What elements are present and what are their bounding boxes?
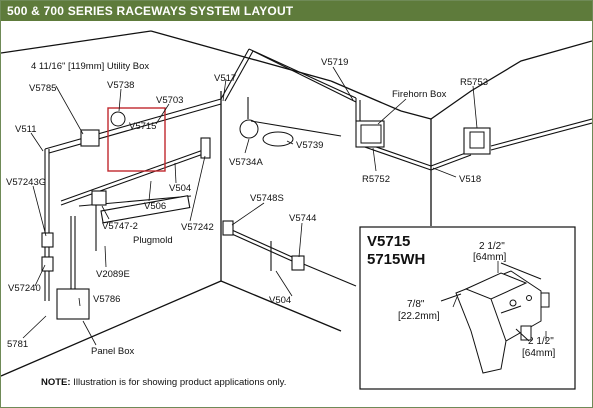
label-v506: V506: [144, 201, 166, 212]
label-utility-box: 4 11/16" [119mm] Utility Box: [31, 61, 149, 72]
plugmold-strip: [100, 195, 191, 224]
footnote: NOTE: Illustration is for showing produc…: [41, 377, 286, 388]
leader-lines: [22, 66, 478, 346]
label-v57242: V57242: [181, 222, 214, 233]
inset-dim-top-mm: [64mm]: [473, 252, 507, 263]
v5748s-box: [222, 220, 234, 236]
v5739-fixture: [262, 131, 294, 147]
inset-dim-right-mm: [64mm]: [522, 348, 556, 359]
v5747-2-box: [91, 190, 107, 206]
panel-box: [56, 288, 90, 320]
raceway-runs: [44, 48, 592, 301]
label-v511: V511: [15, 124, 36, 135]
v5734a-fixture: [239, 119, 259, 139]
inset-dim-right: 2 1/2": [528, 336, 554, 347]
v5715-bracket-drawing: [440, 262, 550, 374]
inset-dim-left-mm: [22.2mm]: [398, 311, 440, 322]
label-v57243g: V57243G: [6, 177, 46, 188]
label-firehorn-box: Firehorn Box: [392, 89, 447, 100]
label-v5748s: V5748S: [250, 193, 284, 204]
label-v5715: V5715: [129, 121, 156, 132]
label-v504-top: V504: [169, 183, 191, 194]
v5715-highlight: [107, 107, 166, 172]
label-plugmold: Plugmold: [133, 235, 173, 246]
label-v518: V518: [459, 174, 481, 185]
v57243g-box: [41, 232, 54, 248]
title-bar: 500 & 700 SERIES RACEWAYS SYSTEM LAYOUT: [1, 1, 592, 21]
note-text: Illustration is for showing product appl…: [70, 377, 287, 388]
label-v5747-2: V5747-2: [102, 221, 138, 232]
label-r5753: R5753: [460, 77, 488, 88]
inset-title-2: 5715WH: [367, 251, 425, 268]
utility-box: [80, 129, 100, 147]
ceiling-fixtures: [110, 111, 485, 149]
label-5781: 5781: [7, 339, 28, 350]
inset-title-1: V5715: [367, 233, 410, 250]
label-v57240: V57240: [8, 283, 41, 294]
label-v5719: V5719: [321, 57, 348, 68]
inset-dim-left: 7/8": [407, 299, 425, 310]
label-v5738: V5738: [107, 80, 134, 91]
inset-dimension-lines: [452, 261, 547, 341]
label-v5703: V5703: [156, 95, 183, 106]
label-v2089e: V2089E: [96, 269, 130, 280]
v57240-box: [41, 256, 54, 272]
label-v5786: V5786: [93, 294, 120, 305]
v5738-fixture: [110, 111, 126, 127]
label-r5752: R5752: [362, 174, 390, 185]
note-label: NOTE:: [41, 377, 71, 388]
label-v504-bottom: V504: [269, 295, 291, 306]
label-v5744: V5744: [289, 213, 316, 224]
label-v517: V517: [214, 73, 236, 84]
label-v5785: V5785: [29, 83, 56, 94]
label-v5734a: V5734A: [229, 157, 263, 168]
label-v5739: V5739: [296, 140, 323, 151]
v57242-box: [200, 137, 211, 159]
label-panel-box: Panel Box: [91, 346, 135, 357]
inset-dim-top: 2 1/2": [479, 241, 505, 252]
r5753-inner: [469, 131, 485, 149]
diagram-title: 500 & 700 SERIES RACEWAYS SYSTEM LAYOUT: [7, 4, 294, 18]
v5744-box: [291, 255, 305, 271]
firehorn-inner: [360, 124, 382, 144]
